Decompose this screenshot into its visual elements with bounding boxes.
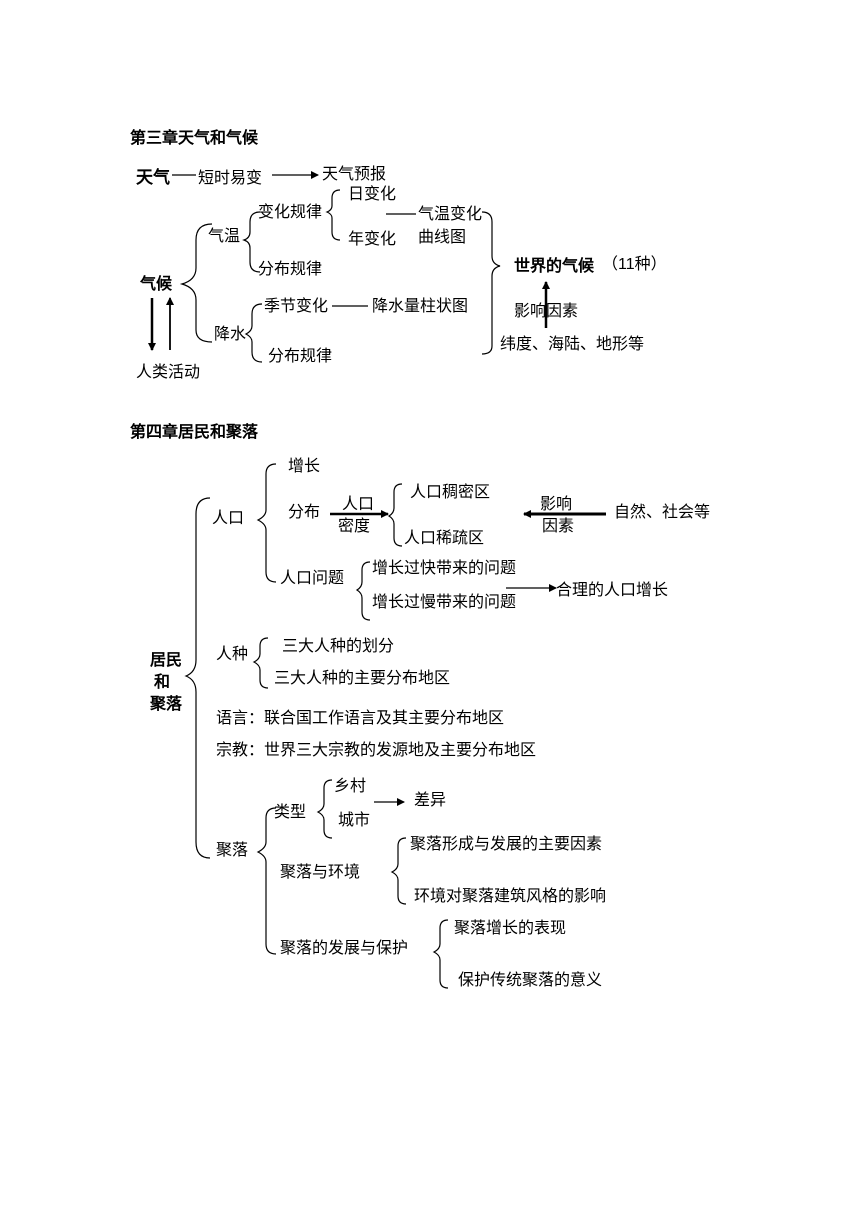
precipitation-brace	[244, 303, 263, 363]
climate-brace	[179, 223, 213, 343]
slow-growth-node: 增长过慢带来的问题	[372, 592, 517, 611]
temperature-brace	[242, 211, 261, 273]
nature-society-node: 自然、社会等	[614, 502, 711, 521]
distribution-node: 分布	[288, 502, 321, 521]
growth-node: 增长	[288, 456, 321, 475]
distribution-law-node-1: 分布规律	[258, 259, 323, 278]
chapter4-title: 第四章居民和聚落	[130, 422, 259, 441]
weather-node: 天气	[136, 168, 170, 188]
temp-curve-node-line1: 气温变化	[418, 204, 483, 223]
factors-list-node: 纬度、海陆、地形等	[500, 334, 645, 353]
development-protection-node: 聚落的发展与保护	[280, 938, 409, 957]
root-node-line1: 居民	[150, 650, 183, 669]
religion-node: 宗教：世界三大宗教的发源地及主要分布地区	[216, 740, 537, 759]
env-brace	[390, 837, 407, 905]
race-brace	[252, 637, 269, 689]
race-division-node: 三大人种的划分	[282, 636, 395, 655]
dense-area-node: 人口稠密区	[410, 482, 491, 501]
city-node: 城市	[338, 810, 371, 829]
chapter3-title: 第三章天气和气候	[130, 128, 259, 147]
root-node-line3: 聚落	[150, 694, 183, 713]
distribution-law-node-2: 分布规律	[268, 346, 333, 365]
daily-change-node: 日变化	[348, 184, 397, 203]
language-node: 语言：联合国工作语言及其主要分布地区	[216, 708, 505, 727]
annual-change-node: 年变化	[348, 229, 397, 248]
race-distribution-node: 三大人种的主要分布地区	[274, 668, 451, 687]
main-factors-node: 聚落形成与发展的主要因素	[410, 834, 603, 853]
precip-chart-node: 降水量柱状图	[372, 296, 469, 315]
protection-meaning-node: 保护传统聚落的意义	[458, 970, 603, 989]
sparse-area-node: 人口稀疏区	[404, 528, 485, 547]
race-node: 人种	[216, 644, 249, 663]
difference-node: 差异	[414, 790, 447, 809]
village-node: 乡村	[334, 776, 367, 795]
dev-brace	[432, 919, 449, 989]
env-influence-node: 环境对聚落建筑风格的影响	[414, 886, 607, 905]
precipitation-node: 降水	[214, 324, 247, 343]
world-climate-count: （11种）	[602, 256, 667, 273]
pop-problems-node: 人口问题	[280, 568, 345, 587]
short-change-node: 短时易变	[198, 168, 263, 187]
temp-curve-node-line2: 曲线图	[418, 227, 467, 246]
influence-label-1: 影响	[540, 494, 573, 513]
world-climate-brace	[481, 211, 501, 355]
root-node-line2: 和	[154, 672, 171, 691]
world-climate-node: 世界的气候	[514, 256, 595, 275]
influence-factors-node: 影响因素	[514, 301, 579, 320]
forecast-node: 天气预报	[322, 164, 387, 183]
change-law-brace	[325, 189, 341, 241]
settlement-brace	[256, 807, 277, 955]
growth-manifestation-node: 聚落增长的表现	[454, 918, 567, 937]
pop-density-label-1: 人口	[342, 494, 375, 513]
seasonal-change-node: 季节变化	[264, 296, 329, 315]
population-node: 人口	[212, 508, 245, 527]
problem-brace	[355, 561, 371, 621]
type-brace	[316, 779, 333, 839]
change-law-node: 变化规律	[258, 202, 323, 221]
root-brace	[184, 497, 211, 859]
human-activity-node: 人类活动	[136, 362, 201, 381]
settlement-node: 聚落	[216, 840, 249, 859]
settlement-env-node: 聚落与环境	[280, 862, 361, 881]
influence-label-2: 因素	[542, 516, 575, 535]
reasonable-growth-node: 合理的人口增长	[556, 580, 669, 599]
density-brace	[387, 483, 403, 547]
type-node: 类型	[274, 802, 307, 821]
temperature-node: 气温	[208, 226, 241, 245]
climate-node: 气候	[140, 274, 173, 293]
pop-density-label-2: 密度	[338, 516, 371, 535]
population-brace	[256, 463, 277, 583]
fast-growth-node: 增长过快带来的问题	[372, 558, 517, 577]
